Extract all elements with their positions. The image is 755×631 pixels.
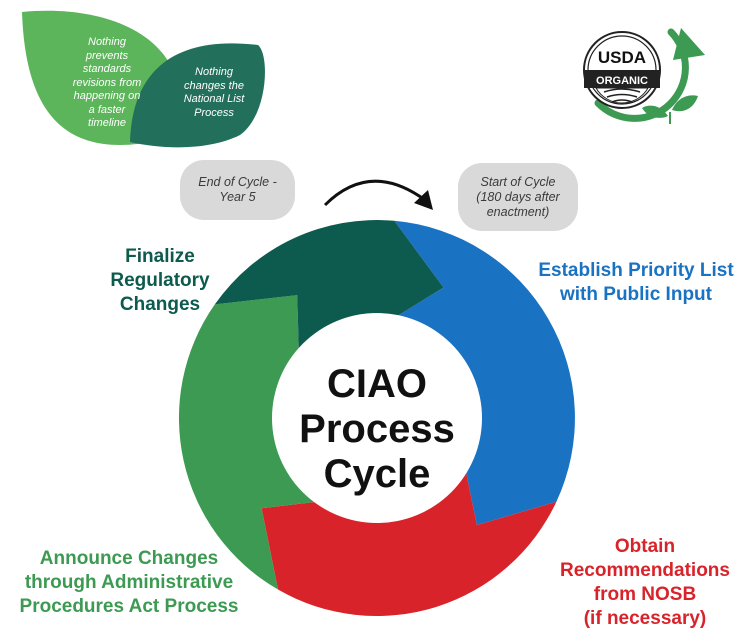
left-leaf-line: happening on <box>73 90 141 102</box>
cycle-segment-finalize <box>214 220 444 364</box>
stage-label-line: from NOSB <box>593 584 697 605</box>
logo-field <box>595 87 649 104</box>
logo-field-lines <box>603 88 641 103</box>
center-circle <box>272 313 482 523</box>
stage-label-line: (if necessary) <box>583 608 707 629</box>
cycle-arrow-head <box>414 190 433 210</box>
logo-arrow-head <box>673 28 705 60</box>
left-leaf-line: standards <box>82 63 132 75</box>
left-leaf-text: Nothing prevents standards revisions fro… <box>52 36 162 131</box>
logo-leaf-2 <box>642 105 668 118</box>
stage-label-line: Changes <box>119 294 201 315</box>
title-line: CIAO <box>327 362 427 406</box>
left-leaf-line: Nothing <box>88 36 126 48</box>
stage-label-line: Announce Changes <box>39 548 219 569</box>
title-line: Process <box>299 407 455 451</box>
stage-label-line: Recommendations <box>560 560 730 581</box>
stage-label-line: Regulatory <box>110 270 210 291</box>
right-leaf-line: National List <box>183 93 245 105</box>
stage-label-line: through Administrative <box>24 572 234 593</box>
start-of-cycle-line: Start of Cycle <box>480 174 556 189</box>
cycle-segment-establish <box>385 220 575 526</box>
right-leaf-text: Nothing changes the National List Proces… <box>165 66 263 120</box>
logo-banner <box>584 70 660 88</box>
stage-label-line: with Public Input <box>560 284 712 305</box>
start-of-cycle-line: (180 days after <box>476 189 560 204</box>
right-leaf <box>130 43 265 148</box>
left-leaf-line: timeline <box>88 117 126 129</box>
right-leaf-line: changes the <box>184 79 244 92</box>
right-leaf-line: Nothing <box>195 66 233 78</box>
end-of-cycle-line: Year 5 <box>219 190 256 204</box>
stage-label-establish: Establish Priority List with Public Inpu… <box>518 259 754 307</box>
diagram-title: CIAO Process Cycle <box>287 362 467 497</box>
stage-label-obtain: Obtain Recommendations from NOSB (if nec… <box>545 535 745 631</box>
logo-top-text: USDA <box>598 48 646 67</box>
title-line: Cycle <box>323 452 431 496</box>
left-leaf-line: a faster <box>88 103 126 116</box>
start-of-cycle-line: enactment) <box>486 204 550 219</box>
logo-bottom-text: ORGANIC <box>596 75 648 87</box>
usda-organic-logo: USDA ORGANIC <box>583 28 705 124</box>
stage-label-line: Obtain <box>614 536 676 557</box>
stage-label-announce: Announce Changes through Administrative … <box>4 547 254 619</box>
end-of-cycle-pill: End of Cycle - Year 5 <box>180 160 295 220</box>
stage-label-line: Procedures Act Process <box>19 596 239 617</box>
left-leaf-line: revisions from <box>72 76 142 89</box>
end-of-cycle-line: End of Cycle - <box>198 175 277 189</box>
stage-label-line: Finalize <box>125 246 195 267</box>
left-leaf-line: prevents <box>85 49 129 62</box>
stage-label-line: Establish Priority List <box>538 260 734 281</box>
cycle-segment-obtain <box>261 458 557 617</box>
cycle-arrow <box>323 179 426 207</box>
right-leaf-line: Process <box>194 106 234 119</box>
stage-label-finalize: Finalize Regulatory Changes <box>95 245 225 317</box>
logo-leaf-1 <box>672 95 698 112</box>
start-of-cycle-pill: Start of Cycle (180 days after enactment… <box>458 163 578 231</box>
